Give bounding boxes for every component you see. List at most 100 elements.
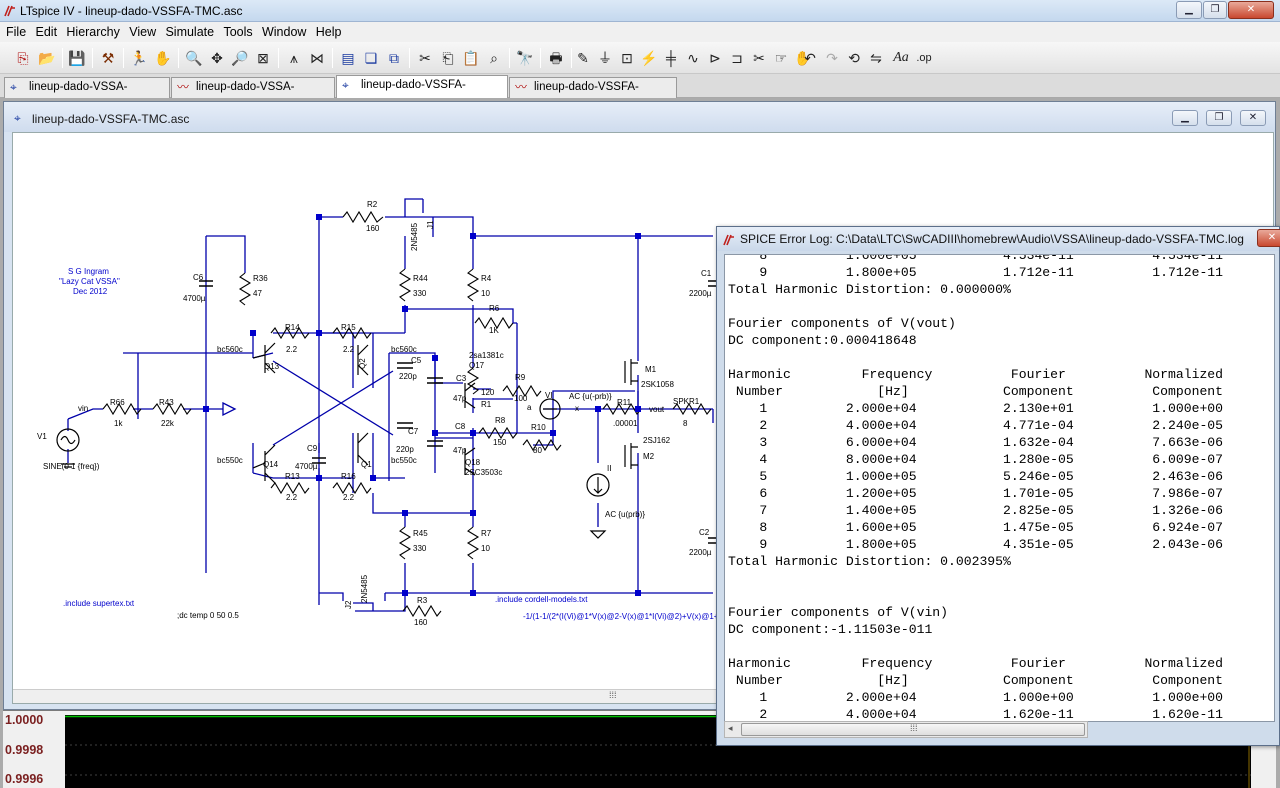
close-window-icon[interactable]: ⧉ [389, 50, 399, 66]
undo-icon[interactable]: ↶ [804, 50, 816, 66]
halt-icon[interactable]: ✋ [154, 50, 172, 66]
maximize-button[interactable]: ❐ [1203, 1, 1227, 19]
scroll-left-icon[interactable]: ◂ [728, 723, 733, 733]
draw-wire-icon[interactable]: ✎ [577, 50, 589, 66]
menu-hierarchy[interactable]: Hierarchy [66, 25, 120, 39]
log-line: DC component:0.000418648 [728, 333, 917, 348]
spice-directive-icon[interactable]: .op [916, 52, 932, 64]
capacitor-icon[interactable]: ╪ [666, 50, 676, 66]
error-log-text-area[interactable]: 8 1.600e+05 4.534e-11 4.534e-11 9 1.800e… [724, 254, 1275, 722]
close-button[interactable]: ✕ [1228, 1, 1274, 19]
tab-vssfa-asc[interactable]: ⌖lineup-dado-VSSFA-TMC.asc [336, 75, 508, 110]
label-c8: C8 [455, 422, 466, 431]
open-file-icon[interactable]: 📂 [38, 50, 56, 66]
save-icon[interactable]: 💾 [68, 50, 86, 66]
menu-edit[interactable]: Edit [35, 25, 58, 39]
label-r66-value: 1k [114, 419, 123, 428]
log-line: 6 1.200e+05 1.701e-05 7.986e-07 [728, 486, 1224, 501]
cascade-icon[interactable]: ❏ [364, 50, 378, 66]
label-q18: Q18 [465, 458, 481, 467]
label-q18-type: 2SC3503c [465, 468, 502, 477]
plot-y-label-0: 1.0000 [5, 713, 44, 727]
tab-vssa-raw[interactable]: 〰lineup-dado-VSSA-TMC.raw [171, 77, 335, 112]
label-ii: II [607, 464, 611, 473]
schematic-icon: ⌖ [10, 80, 17, 94]
log-line [728, 298, 1274, 315]
autorange-alt-icon[interactable]: ⋈ [310, 50, 324, 66]
log-line: Fourier components of V(vin) [728, 605, 949, 620]
label-c5-value: 220p [399, 372, 417, 381]
circuit-diagram[interactable]: R2 160 J1 2N5485 C6 4700µ R36 47 R44 330… [13, 133, 1275, 689]
zoom-in-icon[interactable]: 🔍 [185, 50, 203, 66]
measure-expression: -1/(1-1/(2*(I(Vi)@1*V(x)@2-V(x)@1*I(Vi)@… [523, 612, 719, 621]
schematic-icon: ⌖ [342, 78, 349, 92]
hand-icon[interactable]: ✋ [794, 50, 812, 66]
autorange-icon[interactable]: ⩚ [290, 50, 298, 66]
label-r9-value: 100 [514, 394, 528, 403]
log-line: 1 2.000e+04 2.130e+01 1.000e+00 [728, 401, 1224, 416]
scroll-thumb[interactable]: ⁞⁞⁞ [741, 723, 1085, 736]
label-r14-value: 2.2 [286, 345, 298, 354]
component-icon[interactable]: ⊐ [731, 50, 743, 66]
zoom-out-icon[interactable]: 🔎 [231, 50, 249, 66]
binoculars-icon[interactable]: 🔭 [516, 50, 534, 66]
paste-icon[interactable]: 📋 [462, 50, 480, 66]
tab-vssa-asc[interactable]: ⌖lineup-dado-VSSA-TMC.asc [4, 77, 170, 112]
label-c6: C6 [193, 273, 204, 282]
find-icon[interactable]: ⌕ [490, 50, 498, 66]
move-icon[interactable]: ✂ [753, 50, 765, 66]
label-vin: vin [78, 404, 88, 413]
schematic-window-title: lineup-dado-VSSFA-TMC.asc [32, 112, 190, 126]
copy-icon[interactable]: ⎗ [442, 50, 454, 66]
label-bc550-a: bc550c [217, 456, 243, 465]
diode-icon[interactable]: ⊳ [709, 50, 721, 66]
menu-view[interactable]: View [129, 25, 157, 39]
open-schematic-icon[interactable]: ⎘ [17, 50, 29, 66]
tile-horizontal-icon[interactable]: ▤ [341, 50, 355, 66]
label-r1: R1 [481, 400, 492, 409]
label-r16-value: 2.2 [343, 493, 355, 502]
menu-window[interactable]: Window [261, 25, 307, 39]
schematic-maximize-button[interactable]: ❐ [1206, 110, 1232, 126]
pan-icon[interactable]: ✥ [211, 50, 223, 66]
label-c2-value: 2200µ [689, 548, 712, 557]
text-icon[interactable]: Aa [893, 50, 909, 65]
redo-icon[interactable]: ↷ [826, 50, 838, 66]
label-r15: R15 [341, 323, 356, 332]
label-r15-value: 2.2 [343, 345, 355, 354]
mirror-icon[interactable]: ⇋ [870, 50, 882, 66]
menu-file[interactable]: File [6, 25, 27, 39]
tab-vssfa-raw[interactable]: 〰lineup-dado-VSSFA-TMC.raw [509, 77, 677, 112]
toolbar: ⎘ 📂 💾 ⚒ 🏃 ✋ 🔍 ✥ 🔎 ⊠ ⩚ ⋈ ▤ ❏ ⧉ ✂ ⎗ 📋 ⌕ 🔭 … [0, 42, 1280, 74]
log-line [728, 638, 1274, 655]
zoom-fit-icon[interactable]: ⊠ [257, 50, 269, 66]
log-line: DC component:-1.11503e-011 [728, 622, 933, 637]
menu-tools[interactable]: Tools [223, 25, 253, 39]
schematic-minimize-button[interactable]: ▁ [1172, 110, 1198, 126]
run-icon[interactable]: 🏃 [130, 50, 148, 66]
log-line: 9 1.800e+05 1.712e-11 1.712e-11 [728, 265, 1224, 280]
log-line [728, 587, 1274, 604]
ground-icon[interactable]: ⏚ [598, 50, 612, 66]
drag-icon[interactable]: ☞ [774, 50, 788, 66]
menu-simulate[interactable]: Simulate [165, 25, 215, 39]
error-log-horizontal-scrollbar[interactable]: ◂ ⁞⁞⁞ [724, 721, 1088, 738]
label-dc-temp: ;dc temp 0 50 0.5 [177, 611, 239, 620]
label-m2-type: 2SJ162 [643, 436, 671, 445]
label-r11: R11 [617, 398, 632, 407]
label-j1: J1 [426, 220, 435, 229]
waveform-icon: 〰 [515, 80, 528, 94]
label-r44: R44 [413, 274, 428, 283]
control-panel-icon[interactable]: ⚒ [101, 50, 115, 66]
resistor-icon[interactable]: ⚡ [640, 50, 658, 66]
label-net-icon[interactable]: ⊡ [621, 50, 633, 66]
print-icon[interactable]: 🖶 [549, 50, 563, 66]
rotate-icon[interactable]: ⟲ [848, 50, 860, 66]
minimize-button[interactable]: ▁ [1176, 1, 1202, 19]
menu-help[interactable]: Help [315, 25, 342, 39]
inductor-icon[interactable]: ∿ [687, 50, 699, 66]
label-r13: R13 [285, 472, 300, 481]
error-log-close-button[interactable]: ✕ [1257, 229, 1280, 247]
cut-icon[interactable]: ✂ [419, 50, 431, 66]
schematic-close-button[interactable]: ✕ [1240, 110, 1266, 126]
